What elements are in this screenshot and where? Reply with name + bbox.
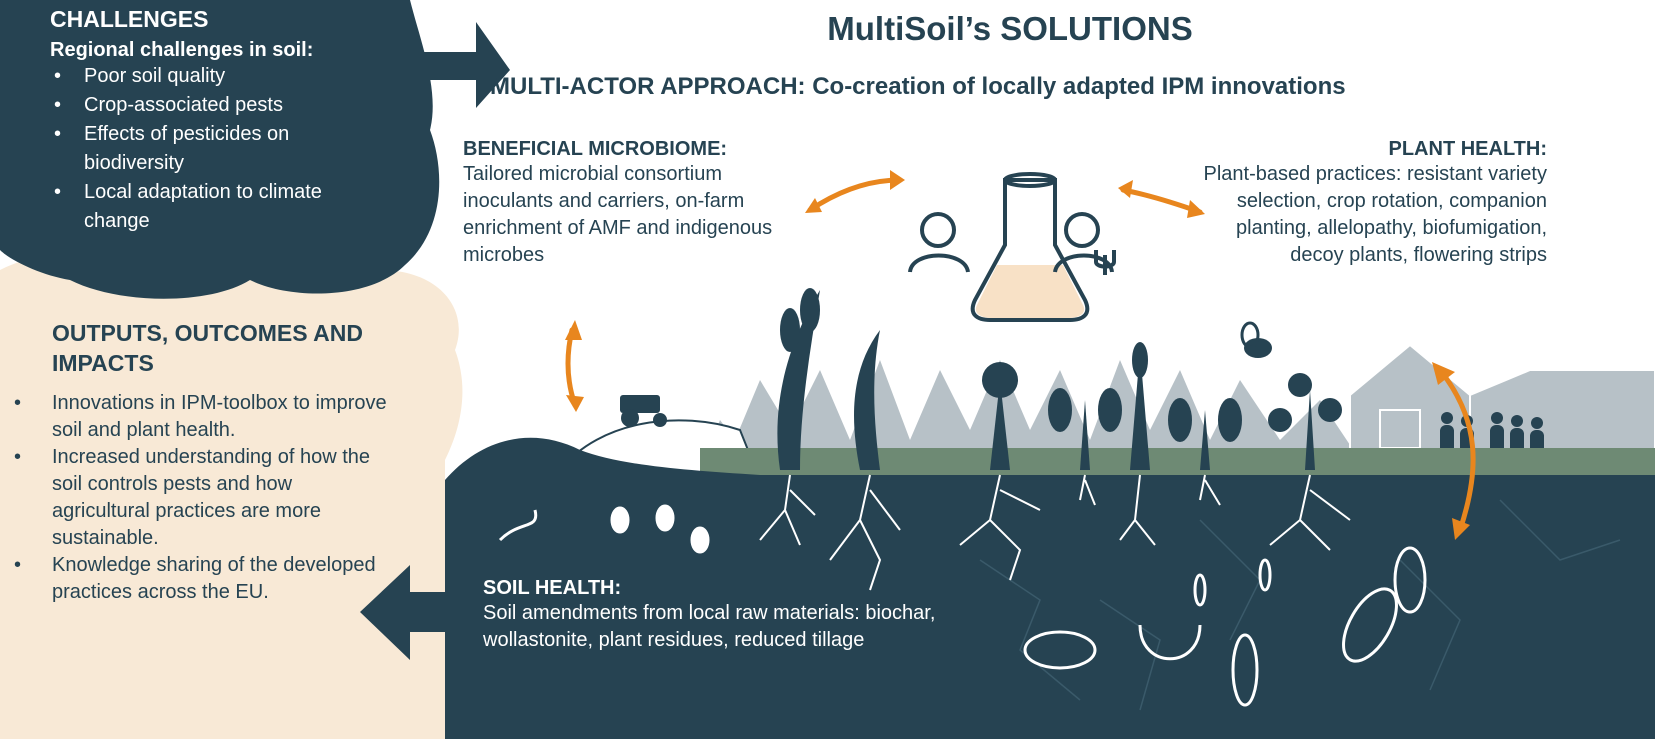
challenge-item: Effects of pesticides on biodiversity — [50, 120, 380, 178]
challenges-subheading: Regional challenges in soil: — [50, 39, 314, 61]
soil-health-heading: SOIL HEALTH: — [483, 577, 622, 599]
output-item: Innovations in IPM-toolbox to improve so… — [0, 390, 390, 444]
output-item: Knowledge sharing of the developed pract… — [0, 552, 390, 606]
soil-health-text: Soil amendments from local raw materials… — [483, 602, 936, 651]
output-item: Increased understanding of how the soil … — [0, 444, 390, 552]
challenges-section: CHALLENGES Regional challenges in soil: … — [50, 6, 380, 236]
challenge-item: Local adaptation to climate change — [50, 178, 380, 236]
microbiome-heading: BENEFICIAL MICROBIOME: — [463, 138, 728, 160]
plants-icon — [777, 288, 1342, 470]
microbiome-section: BENEFICIAL MICROBIOME: Tailored microbia… — [463, 138, 783, 269]
tractor-icon — [620, 395, 667, 427]
challenge-item: Crop-associated pests — [50, 91, 380, 120]
bee-icon — [1240, 321, 1272, 358]
soil-area — [445, 437, 1655, 739]
challenge-item: Poor soil quality — [50, 62, 380, 91]
plant-health-heading: PLANT HEALTH: — [1388, 138, 1548, 160]
challenges-heading: CHALLENGES — [50, 6, 209, 32]
roots-icon — [759, 474, 1351, 591]
soil-health-section: SOIL HEALTH: Soil amendments from local … — [483, 577, 973, 654]
outputs-section: OUTPUTS, OUTCOMES AND IMPACTS Innovation… — [0, 318, 390, 606]
outputs-heading: OUTPUTS, OUTCOMES AND IMPACTS — [52, 320, 363, 376]
page-subtitle: MULTI-ACTOR APPROACH: Co-creation of loc… — [490, 73, 1346, 100]
lab-flask-icon — [908, 172, 1116, 322]
orange-arrowheads — [565, 170, 1470, 540]
page-title: MultiSoil’s SOLUTIONS — [827, 10, 1193, 47]
arrow-to-solutions — [380, 22, 510, 108]
microbiome-text: Tailored microbial consortium inoculants… — [463, 163, 773, 266]
plant-health-text: Plant-based practices: resistant variety… — [1203, 163, 1548, 266]
soil-organisms-icon — [498, 504, 1427, 707]
plant-health-section: PLANT HEALTH: Plant-based practices: res… — [1187, 138, 1548, 269]
